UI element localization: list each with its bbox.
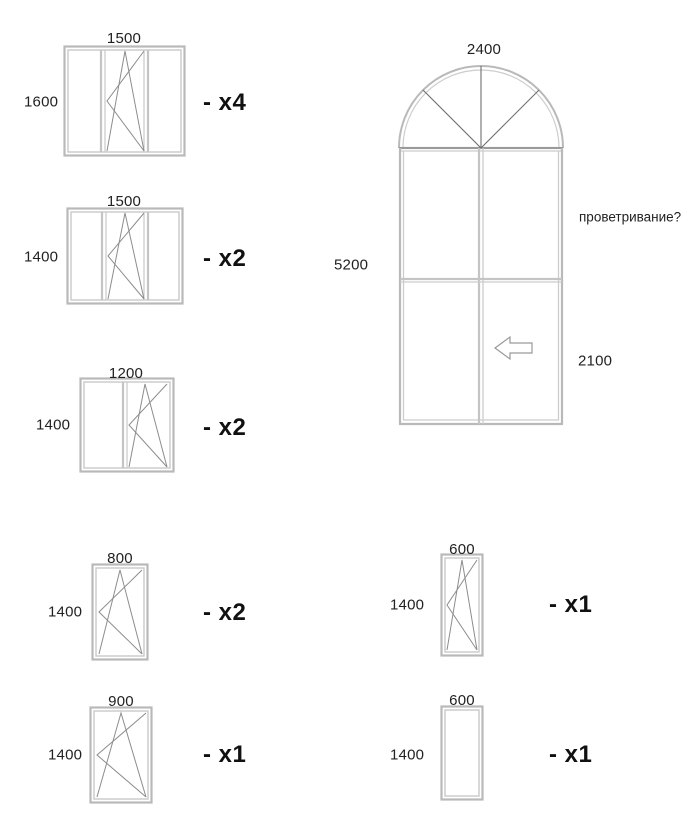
quantity-900x1400: - x1: [203, 741, 247, 768]
tilt-turn-symbol: [98, 569, 143, 655]
dimension-height-900x1400: 1400: [48, 746, 83, 764]
dimension-width-arched: 2400: [466, 41, 502, 58]
window-unit-1500x1400[interactable]: [66, 207, 184, 305]
quantity-1500x1600: - x4: [203, 89, 247, 116]
tilt-turn-symbol: [96, 711, 147, 798]
arched-window-unit[interactable]: [392, 48, 578, 438]
dimension-width-1200x1400: 1200: [108, 365, 144, 382]
window-diagram-1500x1400: [66, 207, 184, 305]
dimension-sill-arched: 2100: [578, 352, 613, 370]
dimension-height-600x1400-tilt-turn: 1400: [390, 596, 425, 614]
window-unit-800x1400[interactable]: [91, 563, 149, 661]
window-diagram-900x1400: [89, 706, 153, 804]
window-unit-1500x1600[interactable]: [63, 45, 186, 157]
quantity-600x1400-tilt-turn: - x1: [549, 591, 593, 618]
dimension-height-arched: 5200: [334, 256, 369, 274]
tilt-turn-symbol: [128, 383, 168, 468]
dimension-width-600x1400-fixed: 600: [449, 692, 475, 709]
window-diagram-1500x1600: [63, 45, 186, 157]
window-unit-1200x1400[interactable]: [79, 377, 175, 473]
arched-window-diagram: [398, 65, 564, 426]
window-unit-600x1400-fixed[interactable]: [440, 705, 484, 801]
tilt-turn-symbol: [446, 559, 478, 651]
window-diagram-800x1400: [91, 563, 149, 661]
window-diagram-600x1400-tilt-turn: [440, 553, 484, 657]
quantity-800x1400: - x2: [203, 599, 247, 626]
dimension-width-800x1400: 800: [107, 550, 133, 567]
dimension-height-600x1400-fixed: 1400: [390, 746, 425, 764]
window-unit-900x1400[interactable]: [89, 706, 153, 804]
window-unit-600x1400-tilt-turn[interactable]: [440, 553, 484, 657]
tilt-turn-symbol: [107, 212, 145, 300]
arch-radial-spokes: [399, 66, 563, 149]
window-diagram-1200x1400: [79, 377, 175, 473]
arrow-left-icon: [493, 335, 533, 361]
dimension-width-600x1400-tilt-turn: 600: [449, 541, 475, 558]
quantity-1500x1400: - x2: [203, 245, 247, 272]
ventilation-note: проветривание?: [579, 209, 682, 225]
dimension-height-800x1400: 1400: [48, 603, 83, 621]
dimension-height-1200x1400: 1400: [36, 416, 71, 434]
dimension-width-1500x1400: 1500: [106, 193, 142, 210]
quantity-600x1400-fixed: - x1: [549, 741, 593, 768]
dimension-height-1500x1600: 1600: [24, 93, 59, 111]
quantity-1200x1400: - x2: [203, 414, 247, 441]
window-diagram-600x1400-fixed: [440, 705, 484, 801]
dimension-height-1500x1400: 1400: [24, 248, 59, 266]
dimension-width-1500x1600: 1500: [106, 30, 142, 47]
tilt-turn-symbol: [106, 50, 145, 152]
dimension-width-900x1400: 900: [108, 693, 134, 710]
